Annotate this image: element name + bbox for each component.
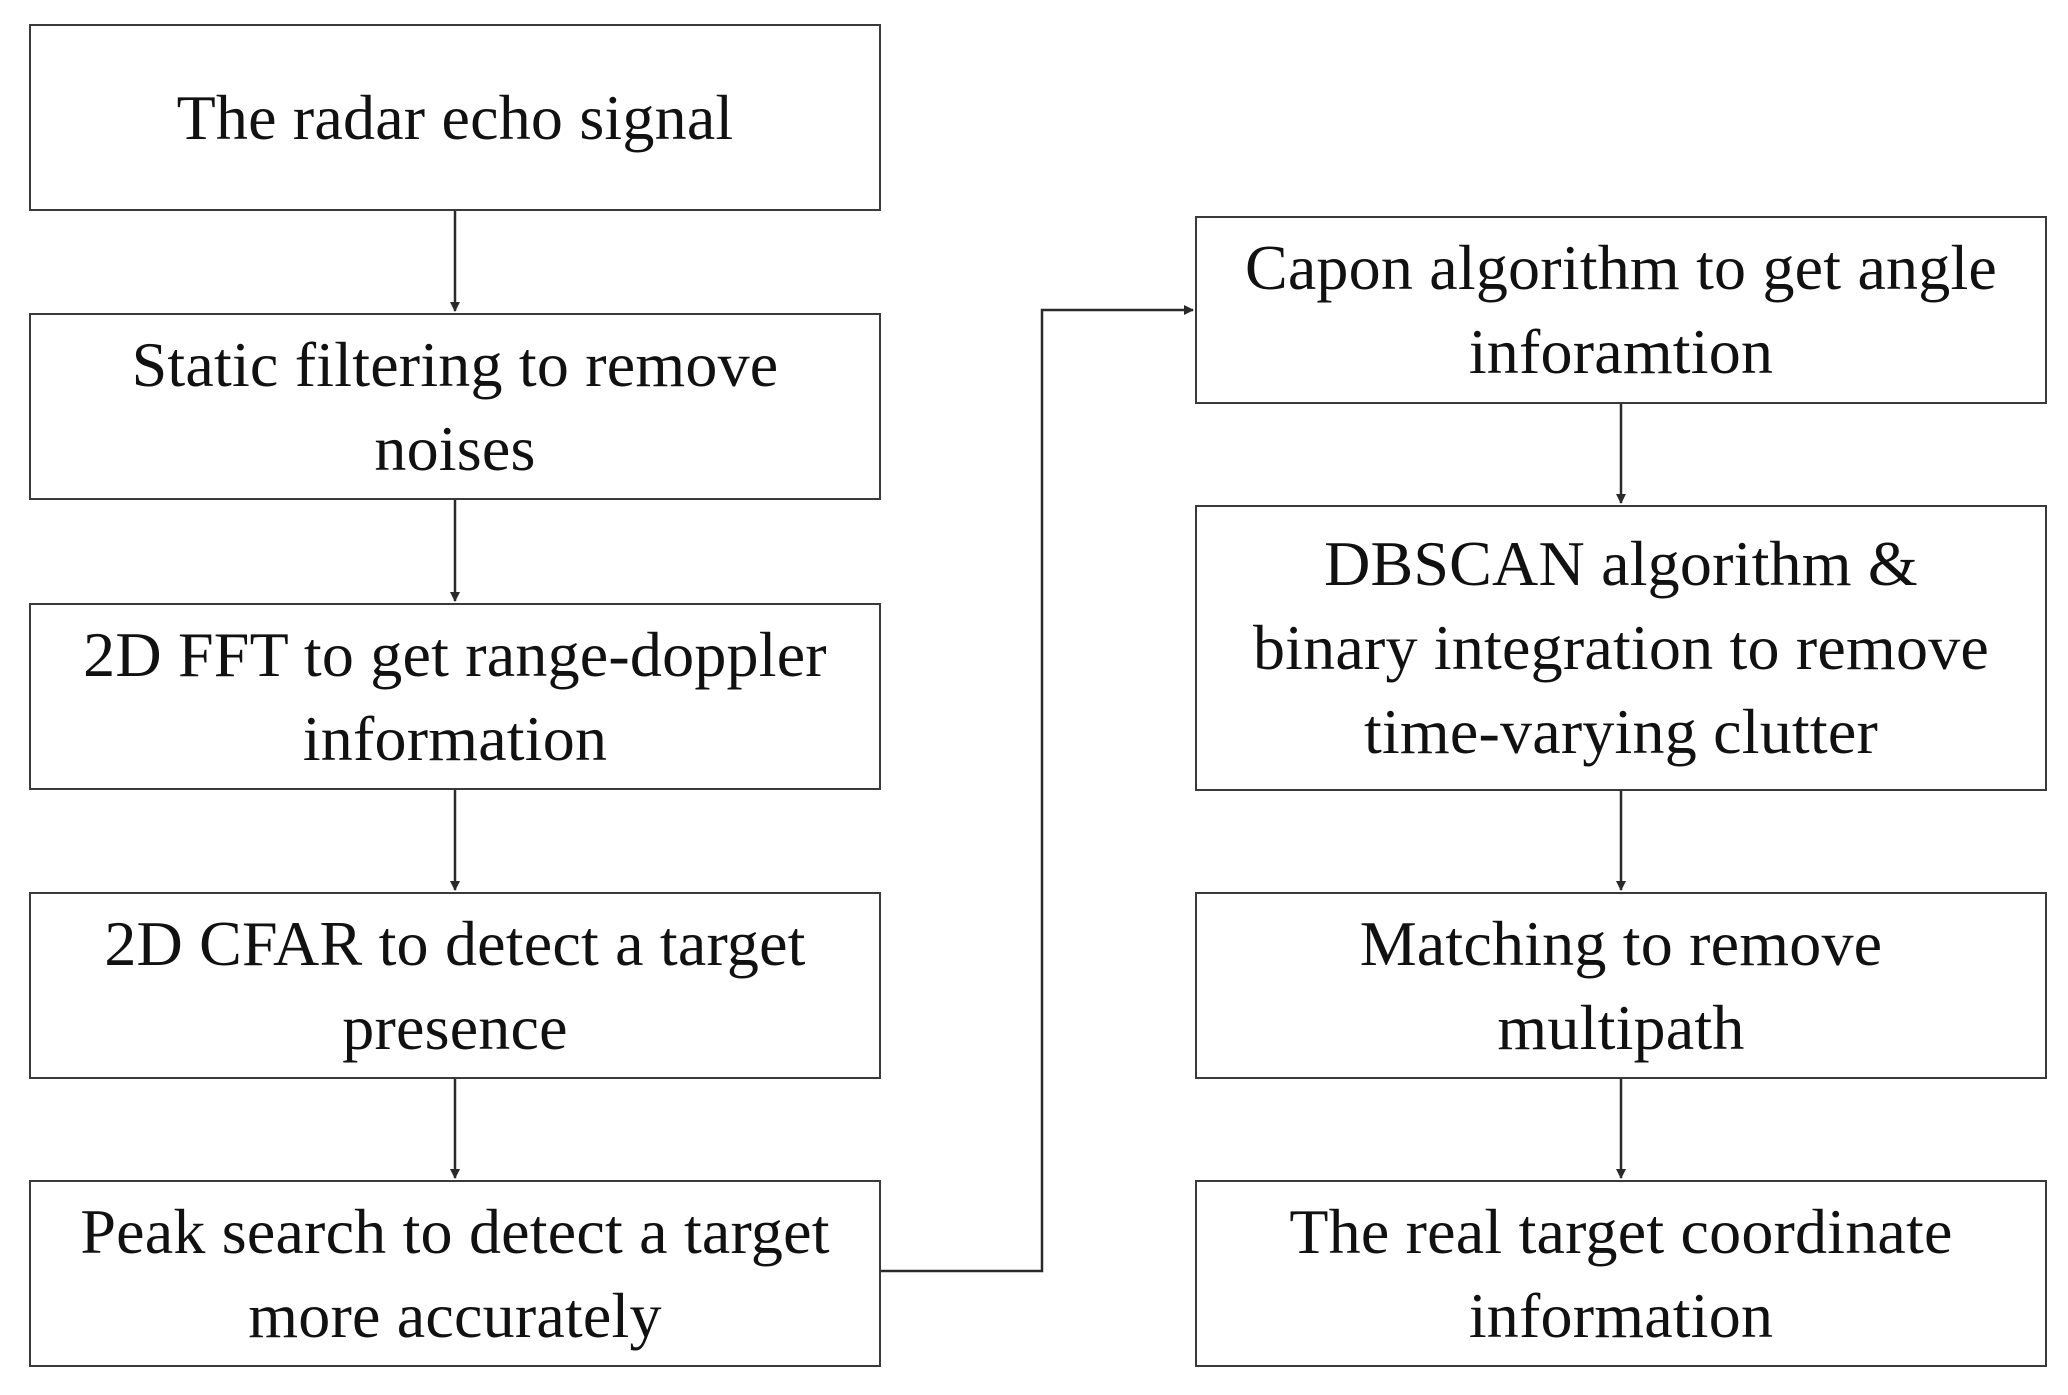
step-radar-echo-signal: The radar echo signal: [29, 24, 881, 211]
step-peak-search-label: Peak search to detect a target more accu…: [80, 1195, 830, 1351]
step-peak-search: Peak search to detect a target more accu…: [29, 1180, 881, 1367]
step-static-filtering-label: Static filtering to remove noises: [131, 328, 779, 484]
step-matching-label: Matching to remove multipath: [1359, 907, 1883, 1063]
step-capon-algorithm: Capon algorithm to get angle inforamtion: [1195, 216, 2047, 404]
arrow-peak-to-capon: [881, 305, 1194, 1273]
step-dbscan-algorithm: DBSCAN algorithm & binary integration to…: [1195, 505, 2047, 791]
step-capon-algorithm-label: Capon algorithm to get angle inforamtion: [1244, 232, 1998, 387]
step-2d-cfar: 2D CFAR to detect a target presence: [29, 892, 881, 1079]
step-real-target-coordinate-label: The real target coordinate information: [1289, 1195, 1953, 1351]
step-real-target-coordinate: The real target coordinate information: [1195, 1180, 2047, 1367]
step-radar-echo-signal-label: The radar echo signal: [176, 81, 734, 153]
step-2d-fft-label: 2D FFT to get range-doppler information: [83, 618, 827, 774]
step-2d-cfar-label: 2D CFAR to detect a target presence: [104, 907, 806, 1063]
step-dbscan-algorithm-label: DBSCAN algorithm & binary integration to…: [1252, 528, 1990, 767]
step-static-filtering: Static filtering to remove noises: [29, 313, 881, 500]
step-2d-fft: 2D FFT to get range-doppler information: [29, 603, 881, 790]
step-matching: Matching to remove multipath: [1195, 892, 2047, 1079]
